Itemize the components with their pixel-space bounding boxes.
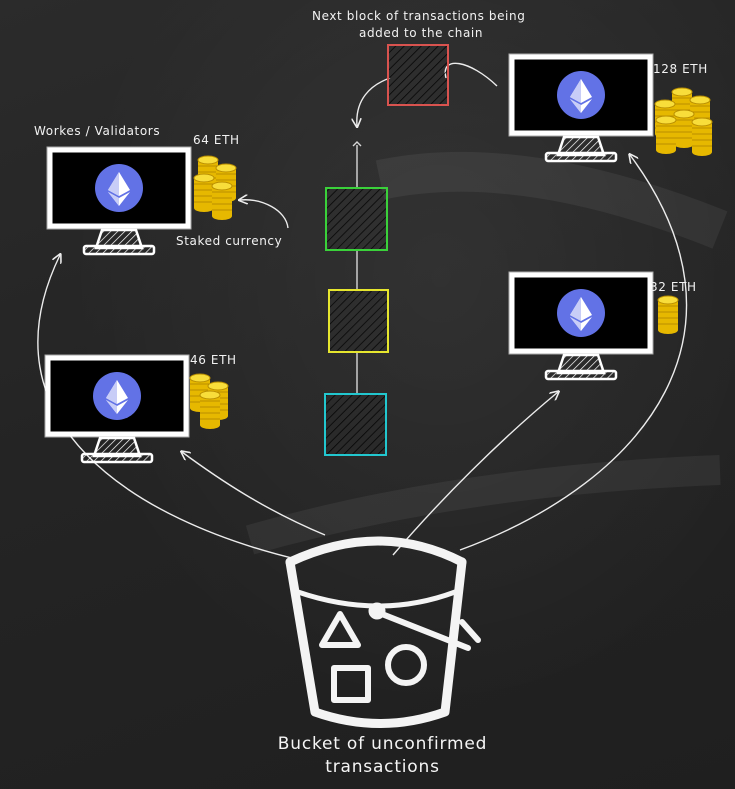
circle-icon <box>385 644 427 686</box>
validators-title: Workes / Validators <box>34 124 161 138</box>
monitor-icon <box>45 355 189 462</box>
triangle-icon <box>319 611 361 648</box>
validator-bottom-left-monitor <box>45 355 189 462</box>
next-block-label-line1: Next block of transactions being <box>312 9 526 23</box>
coin-stack-icon <box>657 295 679 335</box>
yellow-block <box>328 289 389 353</box>
stake-top-left: 64 ETH <box>193 133 240 147</box>
cyan-block <box>324 393 387 456</box>
validator-top-right-monitor <box>509 54 653 161</box>
monitor-icon <box>509 272 653 379</box>
validator-top-left-monitor <box>47 147 191 254</box>
bucket-caption-line1: Bucket of unconfirmed <box>277 734 488 754</box>
stake-top-right: 128 ETH <box>653 62 708 76</box>
bucket-icon <box>285 536 481 728</box>
arrow-to-chain <box>444 62 498 87</box>
coin-stack-icon <box>654 87 713 157</box>
chalk-smudges <box>245 151 728 555</box>
monitor-icon <box>509 54 653 161</box>
stake-mid-right: 32 ETH <box>650 280 697 294</box>
next-block-label-line2: added to the chain <box>359 26 484 40</box>
arrow-staked <box>240 200 289 229</box>
validator-mid-right-monitor <box>509 272 653 379</box>
arrow-to-bottom-left <box>182 452 326 536</box>
staked-currency-label: Staked currency <box>176 234 283 248</box>
bucket-caption: Bucket of unconfirmed transactions <box>240 733 525 779</box>
chain-connectors <box>352 141 362 394</box>
green-block <box>325 187 388 251</box>
coin-stack-icon <box>193 155 237 221</box>
arrow-to-mid-right <box>392 392 558 556</box>
arrow-pending-to-chain <box>357 77 391 126</box>
stake-bottom-left: 46 ETH <box>190 353 237 367</box>
pending-block <box>387 44 449 106</box>
arrow-to-top-right <box>459 155 688 551</box>
coin-stack-icon <box>189 373 229 430</box>
square-icon <box>331 665 371 703</box>
monitor-icon <box>47 147 191 254</box>
bucket-caption-line2: transactions <box>325 757 440 777</box>
